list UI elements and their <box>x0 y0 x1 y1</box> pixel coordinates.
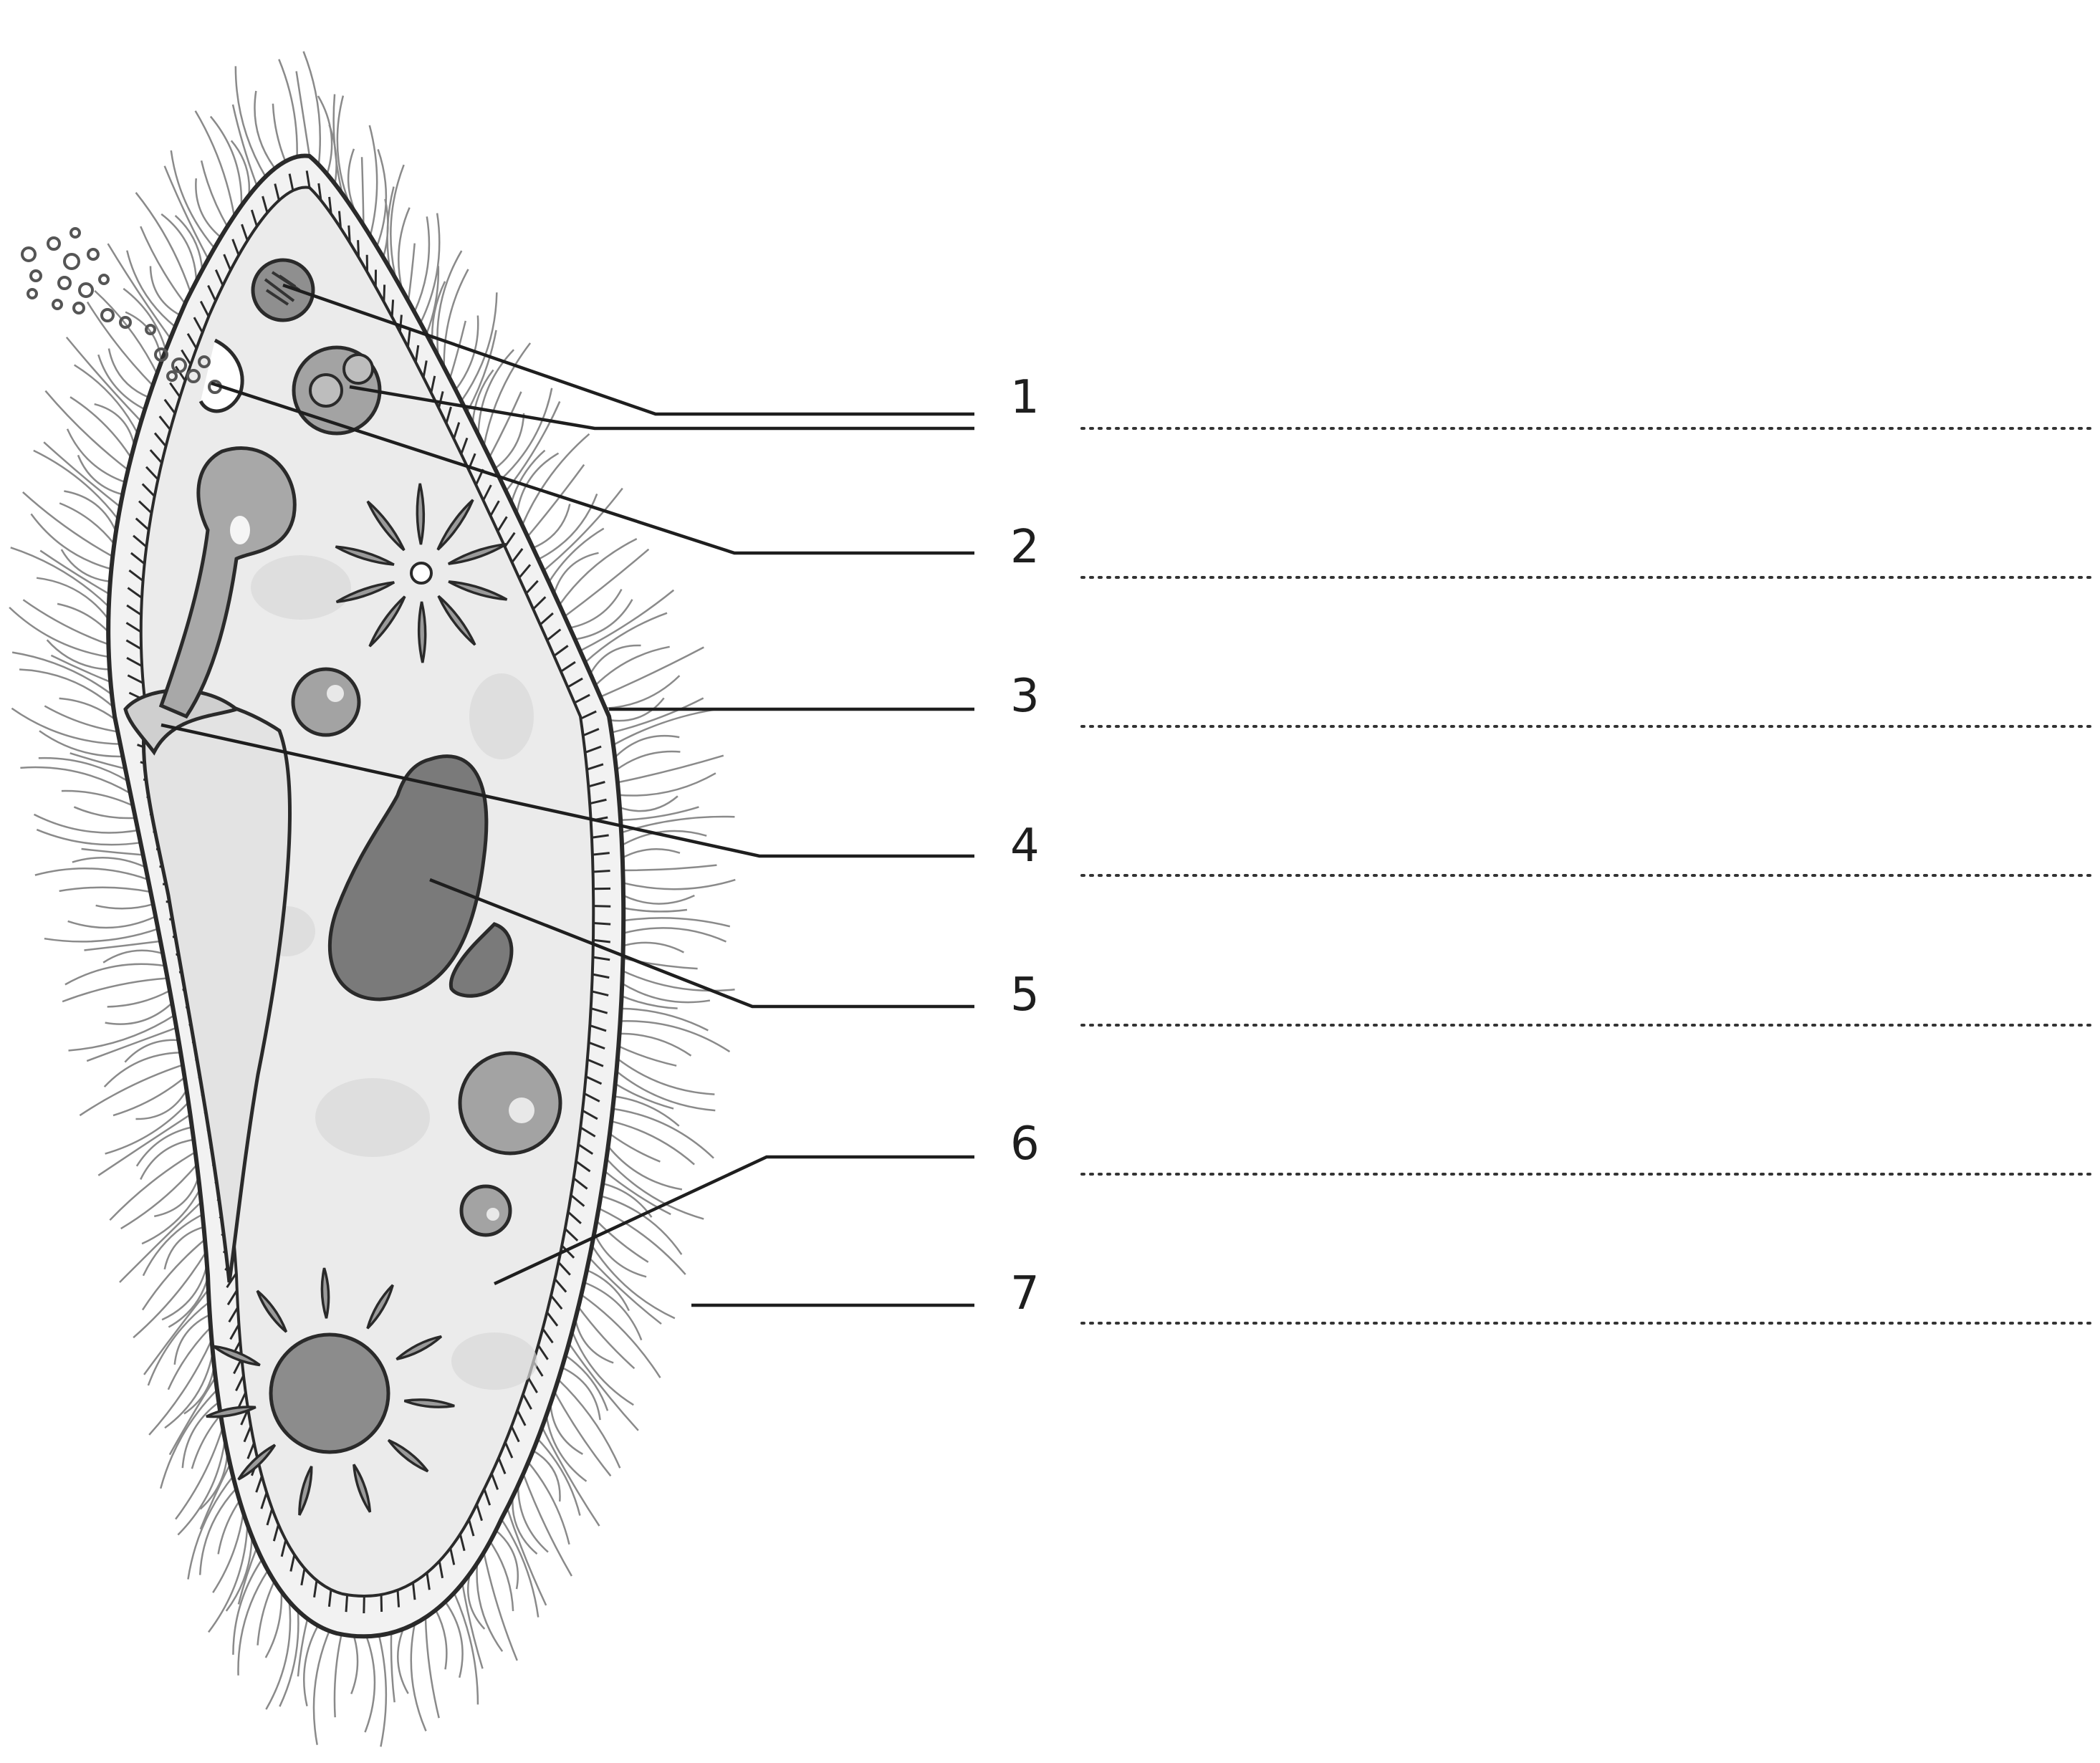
label-number-1: 1 <box>1010 371 1040 424</box>
food-vacuole-top <box>253 260 313 320</box>
label-number-2: 2 <box>1010 521 1040 574</box>
lower-contractile-vacuole-body <box>271 1335 388 1452</box>
label-number-7: 7 <box>1010 1267 1040 1320</box>
label-numbers: 1 2 3 4 5 6 7 <box>1010 371 1040 1320</box>
small-vacuole-3 <box>461 1186 510 1235</box>
vacuole-highlight <box>230 516 250 544</box>
label-number-3: 3 <box>1010 670 1040 723</box>
label-number-4: 4 <box>1010 820 1040 873</box>
label-number-5: 5 <box>1010 969 1040 1022</box>
small-vacuole-2 <box>460 1053 560 1153</box>
label-number-6: 6 <box>1010 1118 1040 1171</box>
small-vacuole-1 <box>293 669 359 735</box>
answer-lines[interactable] <box>1082 428 2096 1323</box>
